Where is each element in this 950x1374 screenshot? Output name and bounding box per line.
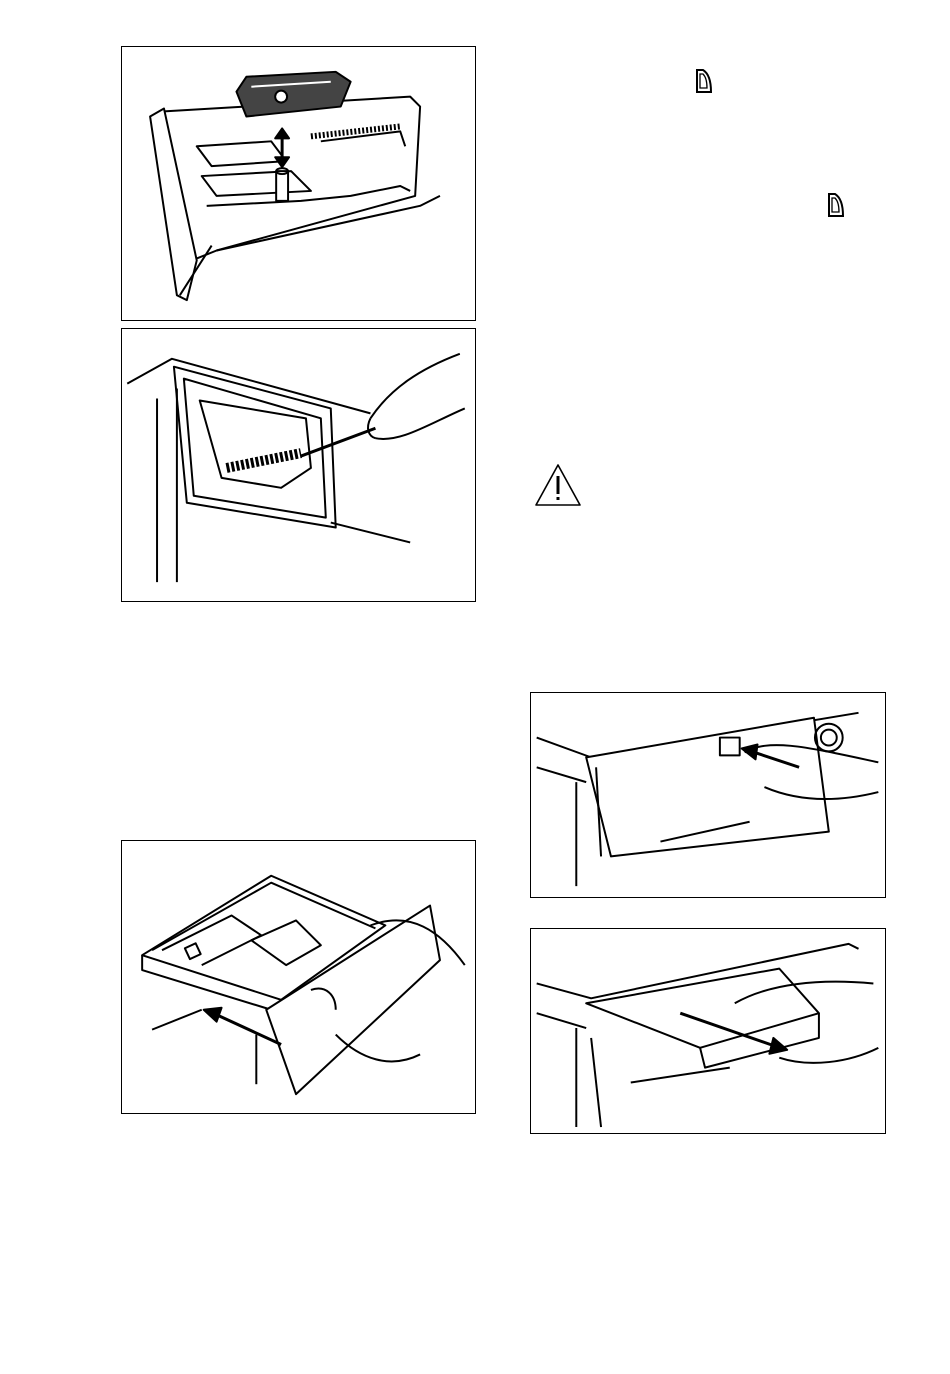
fabric-softener-icon [826,192,846,218]
figure-brush-recess [121,328,476,602]
fabric-softener-icon [694,68,714,94]
brush-recess-illustration [122,329,475,601]
figure-remove-drawer [530,928,886,1134]
figure-softener-cap [121,46,476,321]
release-lever-illustration [531,693,885,897]
figure-release-lever [530,692,886,898]
warning-triangle-icon [533,462,583,508]
figure-pull-drawer [121,840,476,1114]
remove-drawer-illustration [531,929,885,1133]
softener-cap-illustration [122,47,475,320]
pull-drawer-illustration [122,841,475,1113]
